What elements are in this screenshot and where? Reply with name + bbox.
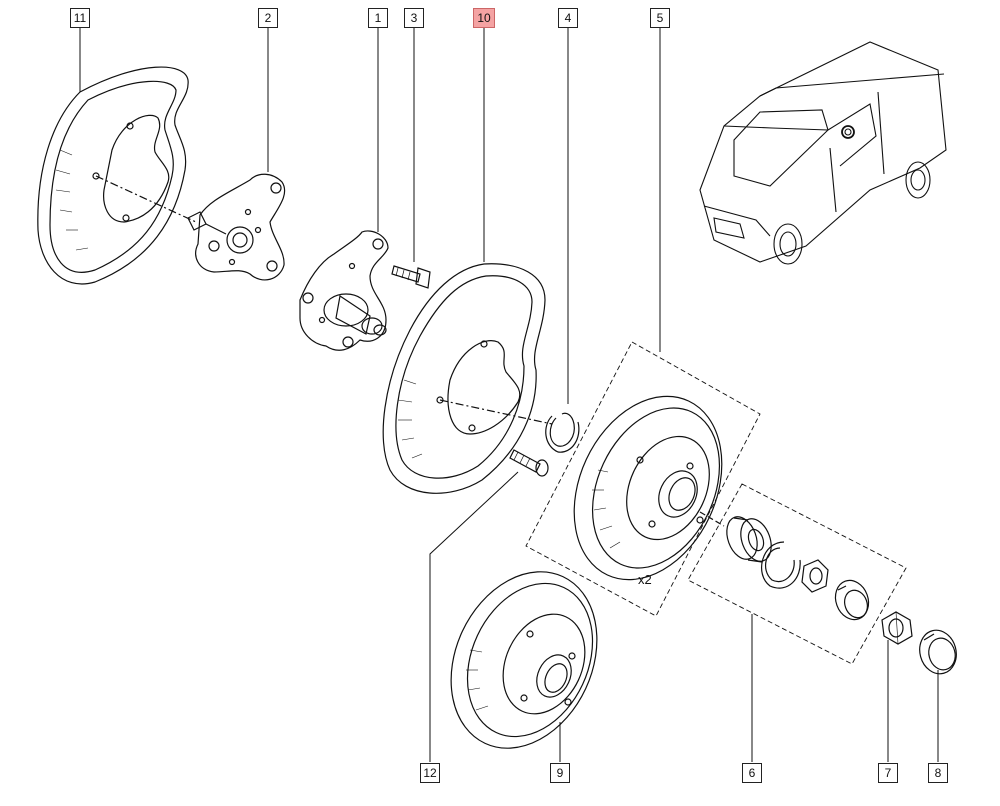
brake-disc-kit-part-5[interactable] (525, 341, 761, 617)
brake-disc-part-9[interactable] (423, 548, 624, 772)
hub-cap-part-8[interactable] (915, 626, 961, 678)
hub-nut-part-7[interactable] (881, 611, 913, 645)
backing-plate-part-10[interactable] (382, 263, 553, 494)
callout-part-8[interactable]: 8 (928, 763, 948, 783)
quantity-note: x2 (638, 572, 652, 587)
callout-part-12[interactable]: 12 (420, 763, 440, 783)
callout-part-9[interactable]: 9 (550, 763, 570, 783)
callout-part-6[interactable]: 6 (742, 763, 762, 783)
screw-part-12[interactable] (509, 449, 549, 477)
bearing-kit-part-6[interactable] (687, 483, 907, 665)
callout-part-1[interactable]: 1 (368, 8, 388, 28)
van-illustration (699, 41, 947, 265)
callout-part-11[interactable]: 11 (70, 8, 90, 28)
callout-part-5[interactable]: 5 (650, 8, 670, 28)
callout-part-7[interactable]: 7 (878, 763, 898, 783)
circlip-part-4[interactable] (545, 412, 580, 453)
stub-axle-part-1[interactable] (299, 230, 389, 351)
backing-plate-part-11[interactable] (37, 66, 197, 285)
callout-part-2[interactable]: 2 (258, 8, 278, 28)
callout-part-3[interactable]: 3 (404, 8, 424, 28)
callout-part-10[interactable]: 10 (473, 8, 495, 28)
callout-part-4[interactable]: 4 (558, 8, 578, 28)
bolt-part-3[interactable] (391, 265, 431, 289)
hub-flange-part-2[interactable] (187, 173, 286, 281)
leader-lines (79, 28, 939, 762)
